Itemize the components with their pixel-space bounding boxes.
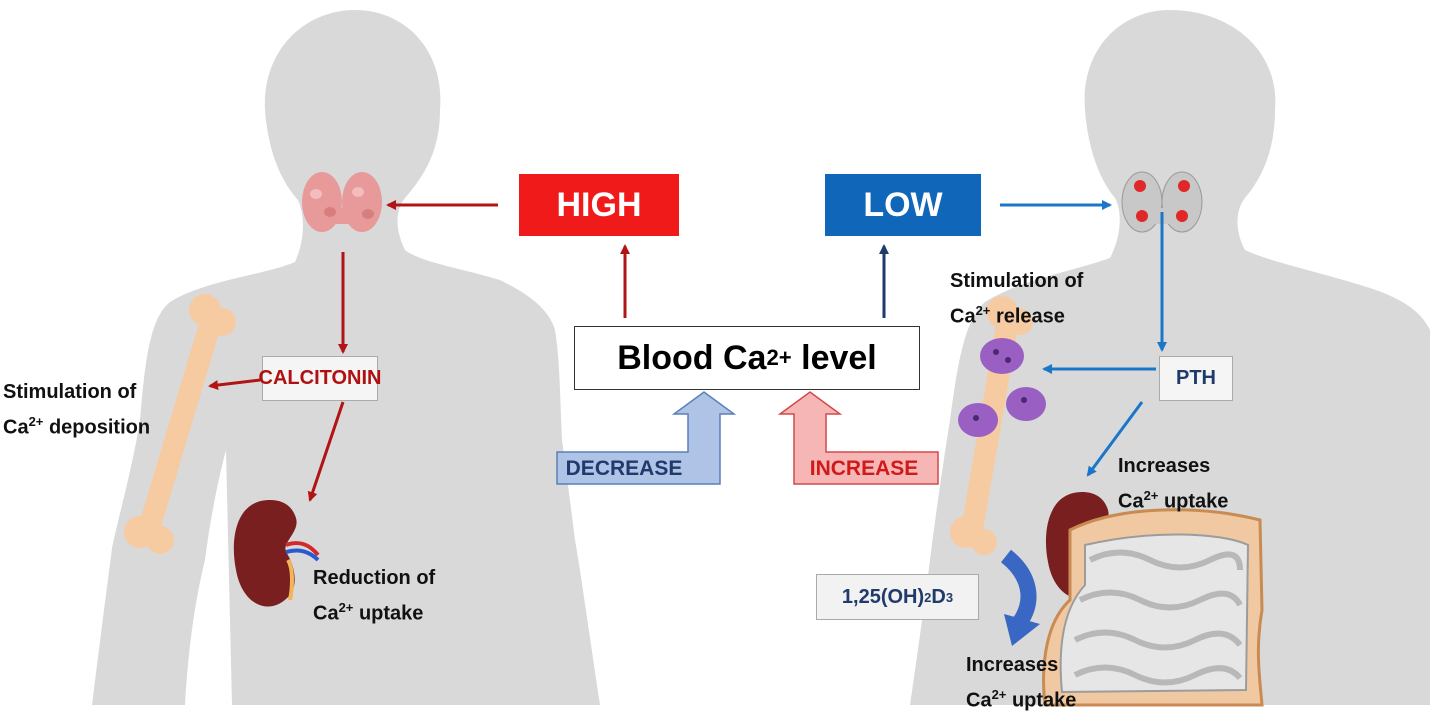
increase-arrow [777, 391, 939, 485]
osteoclast-icon [958, 338, 1046, 437]
reduction-line1: Reduction of [313, 567, 436, 589]
increase-text: INCREASE [809, 457, 919, 480]
vitd-mid: D [931, 585, 946, 608]
low-label: LOW [863, 185, 943, 224]
curved-arrow [1000, 549, 1040, 646]
arrow-pth-to-kidney [1086, 401, 1144, 477]
increases-top-line1: Increases [1118, 455, 1211, 477]
thyroid-icon [302, 172, 382, 232]
blood-label-prefix: Blood Ca [617, 338, 767, 377]
arrow-calcitonin-to-bone [208, 378, 261, 391]
reduction-line2: Ca2+ uptake [313, 600, 424, 625]
high-label: HIGH [556, 185, 642, 224]
intestine-icon [1042, 508, 1264, 707]
stim-release-line1: Stimulation of [950, 270, 1084, 292]
blood-label-suffix: level [791, 338, 877, 377]
stim-deposition-line2: Ca2+ deposition [3, 414, 151, 439]
pth-label: PTH [1176, 367, 1216, 389]
stimulation-deposition-label: Stimulation of Ca2+ deposition [3, 377, 150, 443]
high-box: HIGH [519, 174, 679, 236]
increase-label: INCREASE [794, 454, 934, 484]
calcitonin-label: CALCITONIN [258, 367, 382, 389]
stim-deposition-line1: Stimulation of [3, 381, 137, 403]
arrow-calcitonin-to-kidney [307, 401, 345, 502]
increases-top-line2: Ca2+ uptake [1118, 488, 1229, 513]
bone-icon [124, 294, 236, 554]
increases-bottom-line2: Ca2+ uptake [966, 687, 1077, 712]
stimulation-release-label: Stimulation of Ca2+ release [950, 266, 1083, 332]
parathyroid-icon [1121, 171, 1203, 233]
low-box: LOW [825, 174, 981, 236]
increases-bottom-line1: Increases [966, 654, 1059, 676]
stim-release-line2: Ca2+ release [950, 303, 1065, 328]
reduction-uptake-label: Reduction of Ca2+ uptake [313, 563, 435, 629]
vitd-sub1: 2 [924, 589, 932, 605]
decrease-label: DECREASE [560, 454, 688, 484]
calcitonin-box: CALCITONIN [259, 356, 381, 401]
kidney-icon [233, 500, 320, 607]
vitd-sub2: 3 [945, 589, 954, 605]
vitd-main: 1,25(OH) [841, 585, 925, 608]
increases-uptake-top-label: Increases Ca2+ uptake [1118, 451, 1228, 517]
increases-uptake-bottom-label: Increases Ca2+ uptake [966, 650, 1076, 712]
decrease-arrow [556, 391, 737, 485]
blood-label-sup: 2+ [766, 345, 792, 370]
pth-box: PTH [1159, 356, 1233, 401]
decrease-text: DECREASE [565, 457, 683, 480]
